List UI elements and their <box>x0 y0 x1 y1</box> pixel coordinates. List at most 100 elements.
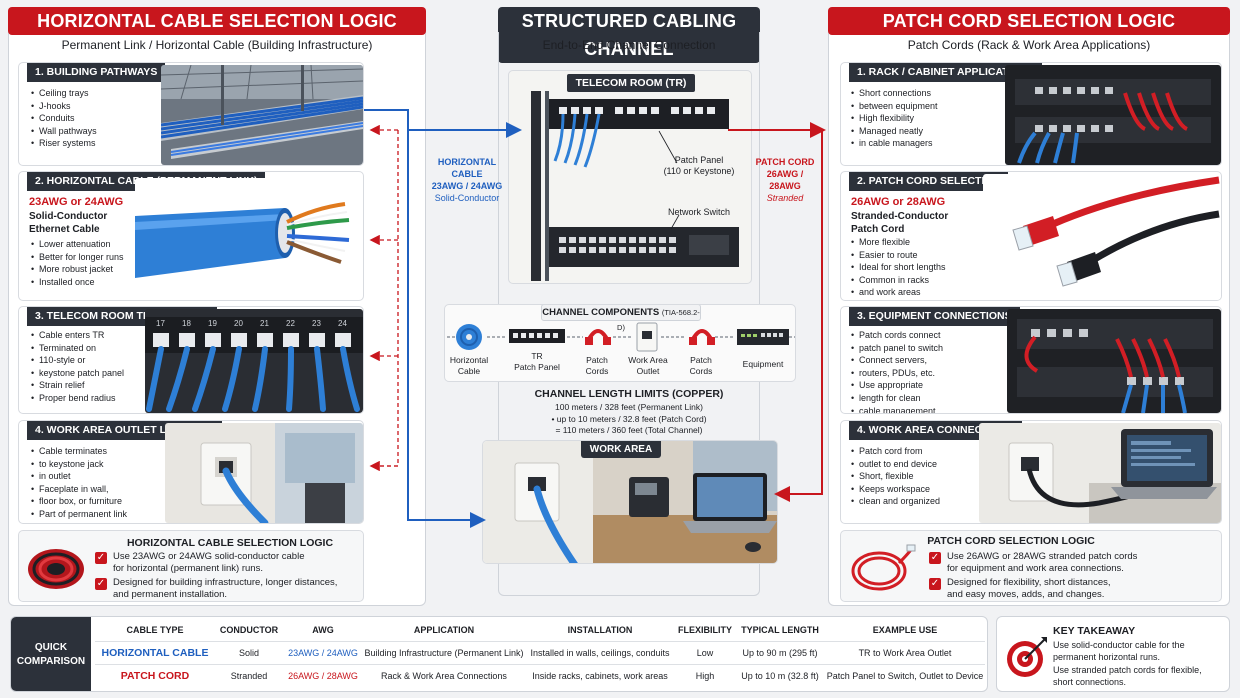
left-card-telecom-room: 3. TELECOM ROOM TERMINATION Cable enters… <box>18 306 364 414</box>
bullet-continued: length for clean <box>851 392 991 405</box>
bullet-continued: to keystone jack <box>31 458 163 471</box>
center-banner: STRUCTURED CABLING CHANNEL <box>498 7 760 63</box>
right-summary: PATCH CORD SELECTION LOGIC ✓ Use 26AWG o… <box>840 530 1222 602</box>
comparison-label: QUICK COMPARISON <box>11 617 91 691</box>
awg-cell: 26AWG / 28AWG <box>283 663 363 687</box>
port-number: 24 <box>338 319 347 328</box>
work-area-image <box>483 441 777 563</box>
channel-components-box: CHANNEL COMPONENTS (TIA-568.2-D) <box>444 304 796 382</box>
bullet-continued: clean and organized <box>851 495 991 508</box>
spool-icon <box>456 324 482 350</box>
patch-panel-line: Patch Panel <box>674 155 724 165</box>
bullet: Riser systems <box>31 137 155 150</box>
component-line: Cable <box>457 366 481 376</box>
takeaway-panel: KEY TAKEAWAY Use solid-conductor cable f… <box>996 616 1230 692</box>
cord-type-label: Patch Cord <box>851 224 905 235</box>
components-standard: (TIA-568.2-D) <box>617 308 700 332</box>
bullet-continued: outlet to end device <box>851 458 991 471</box>
bullet: High flexibility <box>851 112 987 125</box>
left-card-building-pathways: 1. BUILDING PATHWAYS Ceiling trays J-hoo… <box>18 62 364 166</box>
right-card-equipment-connections: 3. EQUIPMENT CONNECTIONS Patch cords con… <box>840 306 1222 414</box>
length-line: 100 meters / 328 feet (Permanent Link) <box>555 402 703 412</box>
patch-panel-line: (110 or Keystone) <box>663 166 735 176</box>
column-header: CONDUCTOR <box>219 624 279 635</box>
table-cell: High <box>675 663 735 687</box>
left-summary: HORIZONTAL CABLE SELECTION LOGIC ✓ Use 2… <box>18 530 364 602</box>
patch-cord-coil-icon <box>851 544 916 591</box>
center-subtitle: End-to-End Channel Connection <box>542 38 716 52</box>
telecom-room-box: TELECOM ROOM (TR) Patch Panel (110 or Ke… <box>508 70 752 284</box>
table-cell: Stranded <box>215 663 283 687</box>
check-text: and permanent installation. <box>113 589 228 600</box>
bullet: More robust jacket <box>31 263 141 276</box>
right-banner: PATCH CORD SELECTION LOGIC <box>828 7 1230 35</box>
equipment-connections-image <box>1007 309 1221 413</box>
component-line: Equipment <box>742 359 784 369</box>
bullet: Patch cords connect <box>851 329 991 342</box>
rack-image <box>531 91 739 281</box>
bullet-continued: cable management <box>851 405 991 413</box>
patch-panel-termination-image: 17 18 19 20 21 22 23 24 <box>145 309 363 413</box>
bullet: Connect servers, <box>851 354 991 367</box>
takeaway-title: KEY TAKEAWAY <box>1053 625 1136 637</box>
bullet-continued: routers, PDUs, etc. <box>851 367 991 380</box>
work-area-label: WORK AREA <box>581 441 661 458</box>
cable-spool-icon <box>28 549 84 589</box>
summary-title: HORIZONTAL CABLE SELECTION LOGIC <box>126 537 334 549</box>
network-switch-label: Network Switch <box>667 207 730 217</box>
right-card-patch-cord-selection: 2. PATCH CORD SELECTION 26AWG or 28AWG S… <box>840 171 1222 301</box>
table-row: PATCH CORD Stranded 26AWG / 28AWG Rack &… <box>95 663 985 687</box>
bullet-continued: keystone patch panel <box>31 367 147 380</box>
component-label: Patch Cords <box>577 355 617 377</box>
check-text: Use 23AWG or 24AWG solid-conductor cable <box>113 551 305 562</box>
bullet: Cable enters TR <box>31 329 147 342</box>
table-cell: Patch Panel to Switch, Outlet to Device <box>825 663 985 687</box>
length-limits: CHANNEL LENGTH LIMITS (COPPER) 100 meter… <box>480 388 778 437</box>
card-title: 1. BUILDING PATHWAYS <box>27 63 166 82</box>
bullet-list: Cable terminates to keystone jack in out… <box>31 445 163 521</box>
component-line: Work Area <box>628 355 668 365</box>
check-text: for horizontal (permanent link) runs. <box>113 563 263 574</box>
table-cell: Solid <box>215 640 283 664</box>
cable-type-label: Solid-Conductor <box>29 211 108 222</box>
bullet: Faceplate in wall, <box>31 483 163 496</box>
bullet-list: Cable enters TR Terminated on 110-style … <box>31 329 147 405</box>
left-card-work-area-outlet: 4. WORK AREA OUTLET LOCATION Cable termi… <box>18 420 364 524</box>
column-header: AWG <box>312 624 334 635</box>
bullet: Strain relief <box>31 379 147 392</box>
ceiling-tray-image <box>161 65 363 165</box>
table-cell: Rack & Work Area Connections <box>363 663 525 687</box>
left-card-horizontal-cable: 2. HORIZONTAL CABLE (PERMANENT LINK) 23A… <box>18 171 364 301</box>
components-title-text: CHANNEL COMPONENTS <box>542 307 660 318</box>
flow-line: PATCH CORD <box>755 157 815 167</box>
bullet: Patch cord from <box>851 445 991 458</box>
checkbox-icon: ✓ <box>929 552 941 564</box>
card-title: 1. RACK / CABINET APPLICATIONS <box>849 63 1043 82</box>
port-numbers: 17 18 19 20 21 22 23 24 <box>145 319 363 331</box>
bullet-list: More flexible Easier to route Ideal for … <box>851 236 981 299</box>
flow-line: Stranded <box>766 193 804 203</box>
summary-check: ✓ Designed for flexibility, short distan… <box>929 577 1219 601</box>
column-header: FLEXIBILITY <box>678 624 732 635</box>
port-number: 17 <box>156 319 165 328</box>
check-text: for equipment and work area connections. <box>947 563 1124 574</box>
port-number: 22 <box>286 319 295 328</box>
patch-cord-icon <box>585 329 611 345</box>
bullet: Cable terminates <box>31 445 163 458</box>
bullet: Ceiling trays <box>31 87 155 100</box>
card-title: 3. EQUIPMENT CONNECTIONS <box>849 307 1020 326</box>
summary-check: ✓ Use 23AWG or 24AWG solid-conductor cab… <box>95 551 361 575</box>
patch-cord-flow-label: PATCH CORD 26AWG / 28AWG Stranded <box>750 156 820 204</box>
flow-line: 23AWG / 24AWG <box>431 181 503 191</box>
port-number: 20 <box>234 319 243 328</box>
bullet-continued: between equipment <box>851 100 987 113</box>
summary-check: ✓ Use 26AWG or 28AWG stranded patch cord… <box>929 551 1219 575</box>
column-header: CABLE TYPE <box>126 624 184 635</box>
card-title: 4. WORK AREA CONNECTIONS <box>849 421 1023 440</box>
patch-panel-label: Patch Panel (110 or Keystone) <box>655 155 743 177</box>
cable-type-cell: HORIZONTAL CABLE <box>95 640 215 664</box>
check-text: and easy moves, adds, and changes. <box>947 589 1105 600</box>
length-line: = 110 meters / 360 feet (Total Channel) <box>555 425 703 435</box>
component-line: Patch <box>586 355 608 365</box>
length-title: CHANNEL LENGTH LIMITS (COPPER) <box>534 388 724 400</box>
